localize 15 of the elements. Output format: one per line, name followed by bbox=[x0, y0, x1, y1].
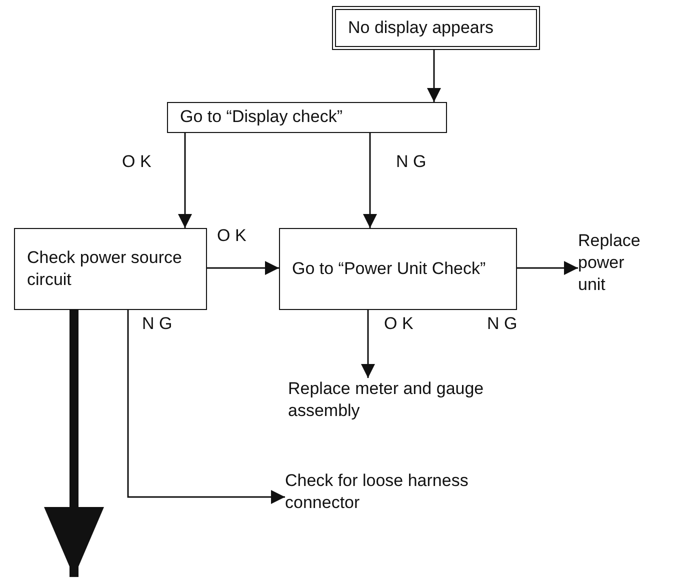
arrow bbox=[363, 133, 377, 228]
outcome-text: Replace power unit bbox=[578, 230, 642, 296]
arrow bbox=[207, 261, 279, 275]
process-box: Go to “Power Unit Check” bbox=[279, 228, 517, 310]
arrow bbox=[178, 133, 192, 228]
arrow bbox=[361, 310, 375, 378]
process-box: Check power source circuit bbox=[14, 228, 207, 310]
thick-arrow bbox=[44, 310, 104, 577]
process-box: Go to “Display check” bbox=[167, 102, 447, 133]
start-box: No display appears bbox=[332, 6, 540, 50]
outcome-text: Replace meter and gauge assembly bbox=[288, 378, 485, 422]
arrow bbox=[127, 310, 285, 504]
outcome-text: Check for loose harness connector bbox=[285, 470, 470, 514]
arrow bbox=[427, 50, 441, 102]
arrow bbox=[517, 261, 578, 275]
